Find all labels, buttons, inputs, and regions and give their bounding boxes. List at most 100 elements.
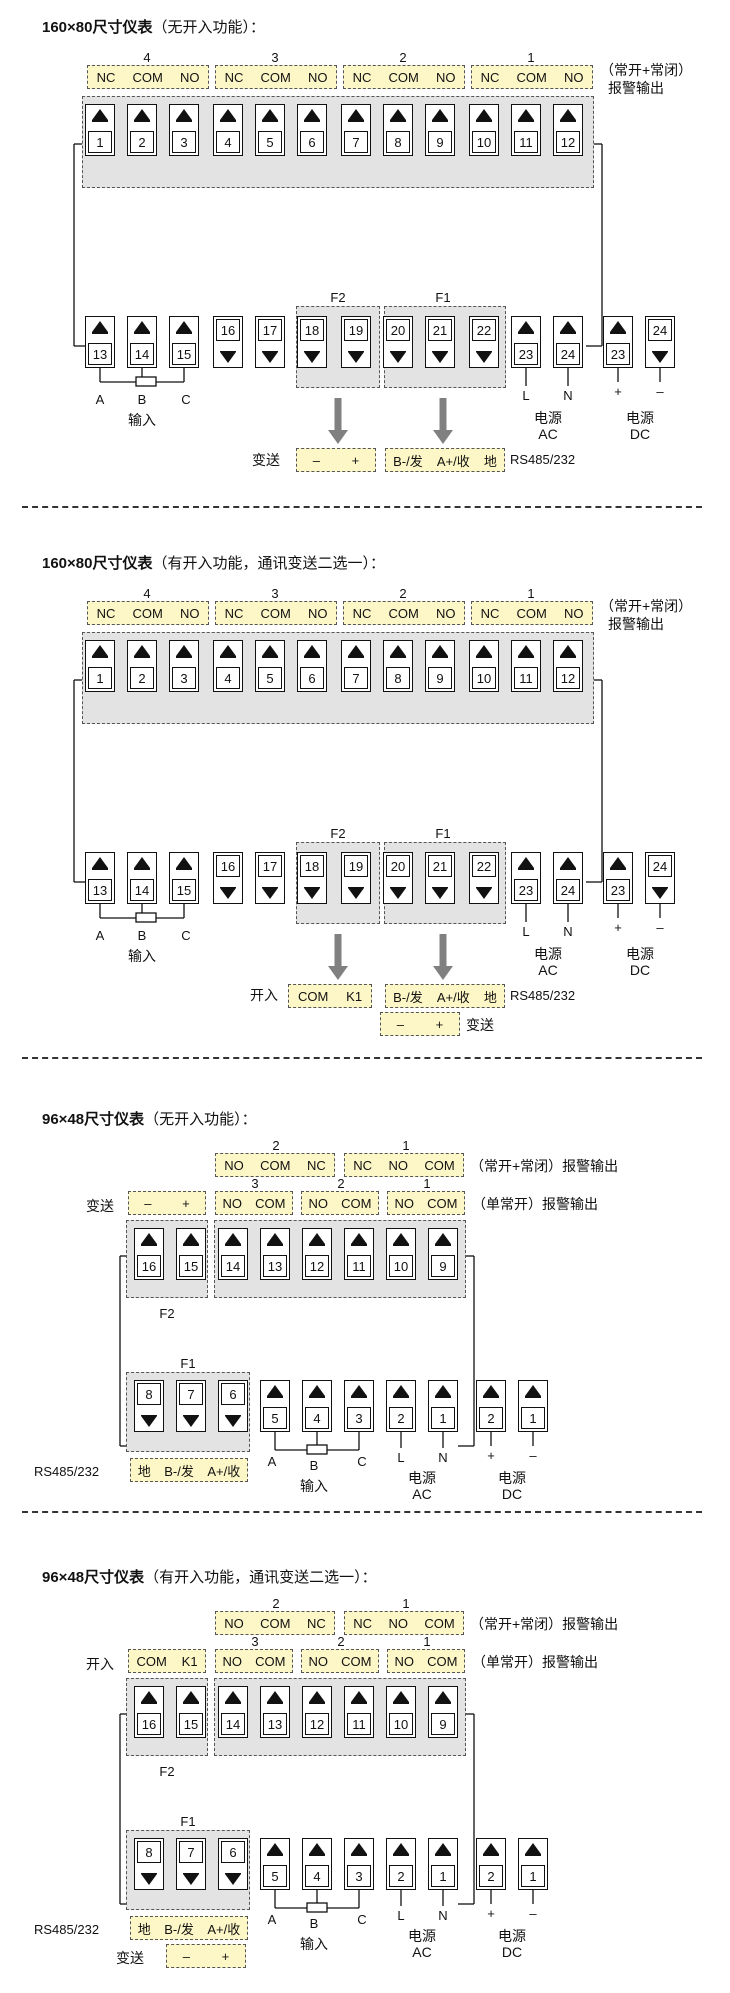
dc-power-label: 电源 xyxy=(498,1470,526,1486)
terminal-number: 2 xyxy=(389,1865,413,1887)
terminal-arrow-down-icon xyxy=(432,352,448,363)
terminal-bar xyxy=(560,656,576,658)
down-arrow-icon xyxy=(328,430,348,444)
terminal-1: 1 xyxy=(85,104,115,156)
terminal-number: 11 xyxy=(514,667,538,689)
section-title-note: （有开入功能，通讯变送二选一）： xyxy=(144,1569,377,1586)
terminal-bar xyxy=(483,1396,499,1398)
ac-power-label: 电源 xyxy=(408,1928,436,1944)
box-label: NC xyxy=(96,605,116,621)
terminal-bar xyxy=(432,886,448,888)
terminal-23: 23 xyxy=(511,316,541,368)
terminal-number: 19 xyxy=(344,855,368,877)
terminal-bar xyxy=(393,1702,409,1704)
terminal-number: 13 xyxy=(263,1713,287,1735)
input-resistor xyxy=(306,1902,328,1913)
input-label: 输入 xyxy=(300,1936,328,1952)
terminal-24: 24 xyxy=(645,316,675,368)
transmit-box: –+ xyxy=(380,1012,460,1036)
terminal-12: 12 xyxy=(302,1686,332,1738)
box-label: NC xyxy=(306,1615,326,1631)
terminal-11: 11 xyxy=(344,1686,374,1738)
terminal-arrow-up-icon xyxy=(183,1691,199,1702)
left-function-box: –+ xyxy=(128,1191,206,1215)
alarm-output-label: （常开+常闭）报警输出 xyxy=(470,1616,619,1632)
terminal-arrow-up-icon xyxy=(225,1233,241,1244)
terminal-arrow-up-icon xyxy=(267,1233,283,1244)
section-title-note: （无开入功能）： xyxy=(152,19,265,36)
alarm-output-label: （单常开）报警输出 xyxy=(472,1196,598,1212)
terminal-bar xyxy=(390,656,406,658)
terminal-13: 13 xyxy=(260,1686,290,1738)
terminal-arrow-up-icon xyxy=(560,321,576,332)
terminal-number: 14 xyxy=(221,1713,245,1735)
terminal-number: 20 xyxy=(386,319,410,341)
terminal-number: 1 xyxy=(88,131,112,153)
relay-group-number: 1 xyxy=(402,1596,410,1611)
terminal-arrow-up-icon xyxy=(476,109,492,120)
box-label: NC xyxy=(353,1157,372,1173)
terminal-arrow-up-icon xyxy=(304,645,320,656)
terminal-21: 21 xyxy=(425,316,455,368)
terminal-arrow-down-icon xyxy=(476,888,492,899)
terminal-arrow-down-icon xyxy=(348,352,364,363)
terminal-number: 22 xyxy=(472,855,496,877)
relay-terminal-group xyxy=(82,96,594,188)
input-c-label: C xyxy=(357,1454,367,1469)
terminal-bar xyxy=(435,1854,451,1856)
terminal-8: 8 xyxy=(134,1380,164,1432)
terminal-17: 17 xyxy=(255,852,285,904)
terminal-4: 4 xyxy=(213,104,243,156)
terminal-20: 20 xyxy=(383,852,413,904)
terminal-arrow-up-icon xyxy=(525,1385,541,1396)
terminal-7: 7 xyxy=(176,1380,206,1432)
box-label: – xyxy=(312,452,321,468)
terminal-2: 2 xyxy=(127,104,157,156)
terminal-13: 13 xyxy=(85,852,115,904)
terminal-19: 19 xyxy=(341,852,371,904)
ac-power-label: AC xyxy=(412,1486,432,1502)
box-label: + xyxy=(351,452,360,468)
section-title-note: （无开入功能）： xyxy=(144,1111,257,1128)
ac-power-label: 电源 xyxy=(408,1470,436,1486)
section-divider xyxy=(22,1057,702,1059)
box-label: NO xyxy=(308,1653,329,1669)
box-label: COM xyxy=(260,1157,291,1173)
dc-power-label: DC xyxy=(501,1486,523,1502)
input-resistor xyxy=(306,1444,328,1455)
terminal-number: 8 xyxy=(386,131,410,153)
dc-plus-label: + xyxy=(614,920,622,935)
terminal-arrow-up-icon xyxy=(92,645,108,656)
box-label: COM xyxy=(427,1653,458,1669)
terminal-12: 12 xyxy=(553,640,583,692)
terminal-bar xyxy=(220,350,236,352)
alarm-output-label: （单常开）报警输出 xyxy=(472,1654,598,1670)
terminal-arrow-up-icon xyxy=(309,1843,325,1854)
terminal-arrow-up-icon xyxy=(220,109,236,120)
terminal-number: 15 xyxy=(172,343,196,365)
comm-label: RS485/232 xyxy=(510,988,576,1003)
terminal-arrow-up-icon xyxy=(304,109,320,120)
terminal-number: 9 xyxy=(431,1713,455,1735)
box-label: NO xyxy=(308,1195,329,1211)
terminal-arrow-up-icon xyxy=(393,1843,409,1854)
box-label: A+/收 xyxy=(207,1463,241,1479)
transmit-label: 变送 xyxy=(252,452,280,468)
relay-group-number: 3 xyxy=(271,50,279,65)
terminal-number: 13 xyxy=(88,879,112,901)
input-resistor xyxy=(135,376,157,387)
terminal-15: 15 xyxy=(169,316,199,368)
terminal-bar xyxy=(390,350,406,352)
input-resistor xyxy=(135,912,157,923)
dc-power-label: DC xyxy=(629,962,651,978)
terminal-number: 12 xyxy=(556,667,580,689)
section-title: 96×48尺寸仪表（有开入功能，通讯变送二选一）： xyxy=(42,1566,377,1587)
terminal-number: 7 xyxy=(344,131,368,153)
terminal-bar xyxy=(92,120,108,122)
box-label: COM xyxy=(424,1157,455,1173)
terminal-6: 6 xyxy=(297,640,327,692)
terminal-number: 24 xyxy=(556,879,580,901)
